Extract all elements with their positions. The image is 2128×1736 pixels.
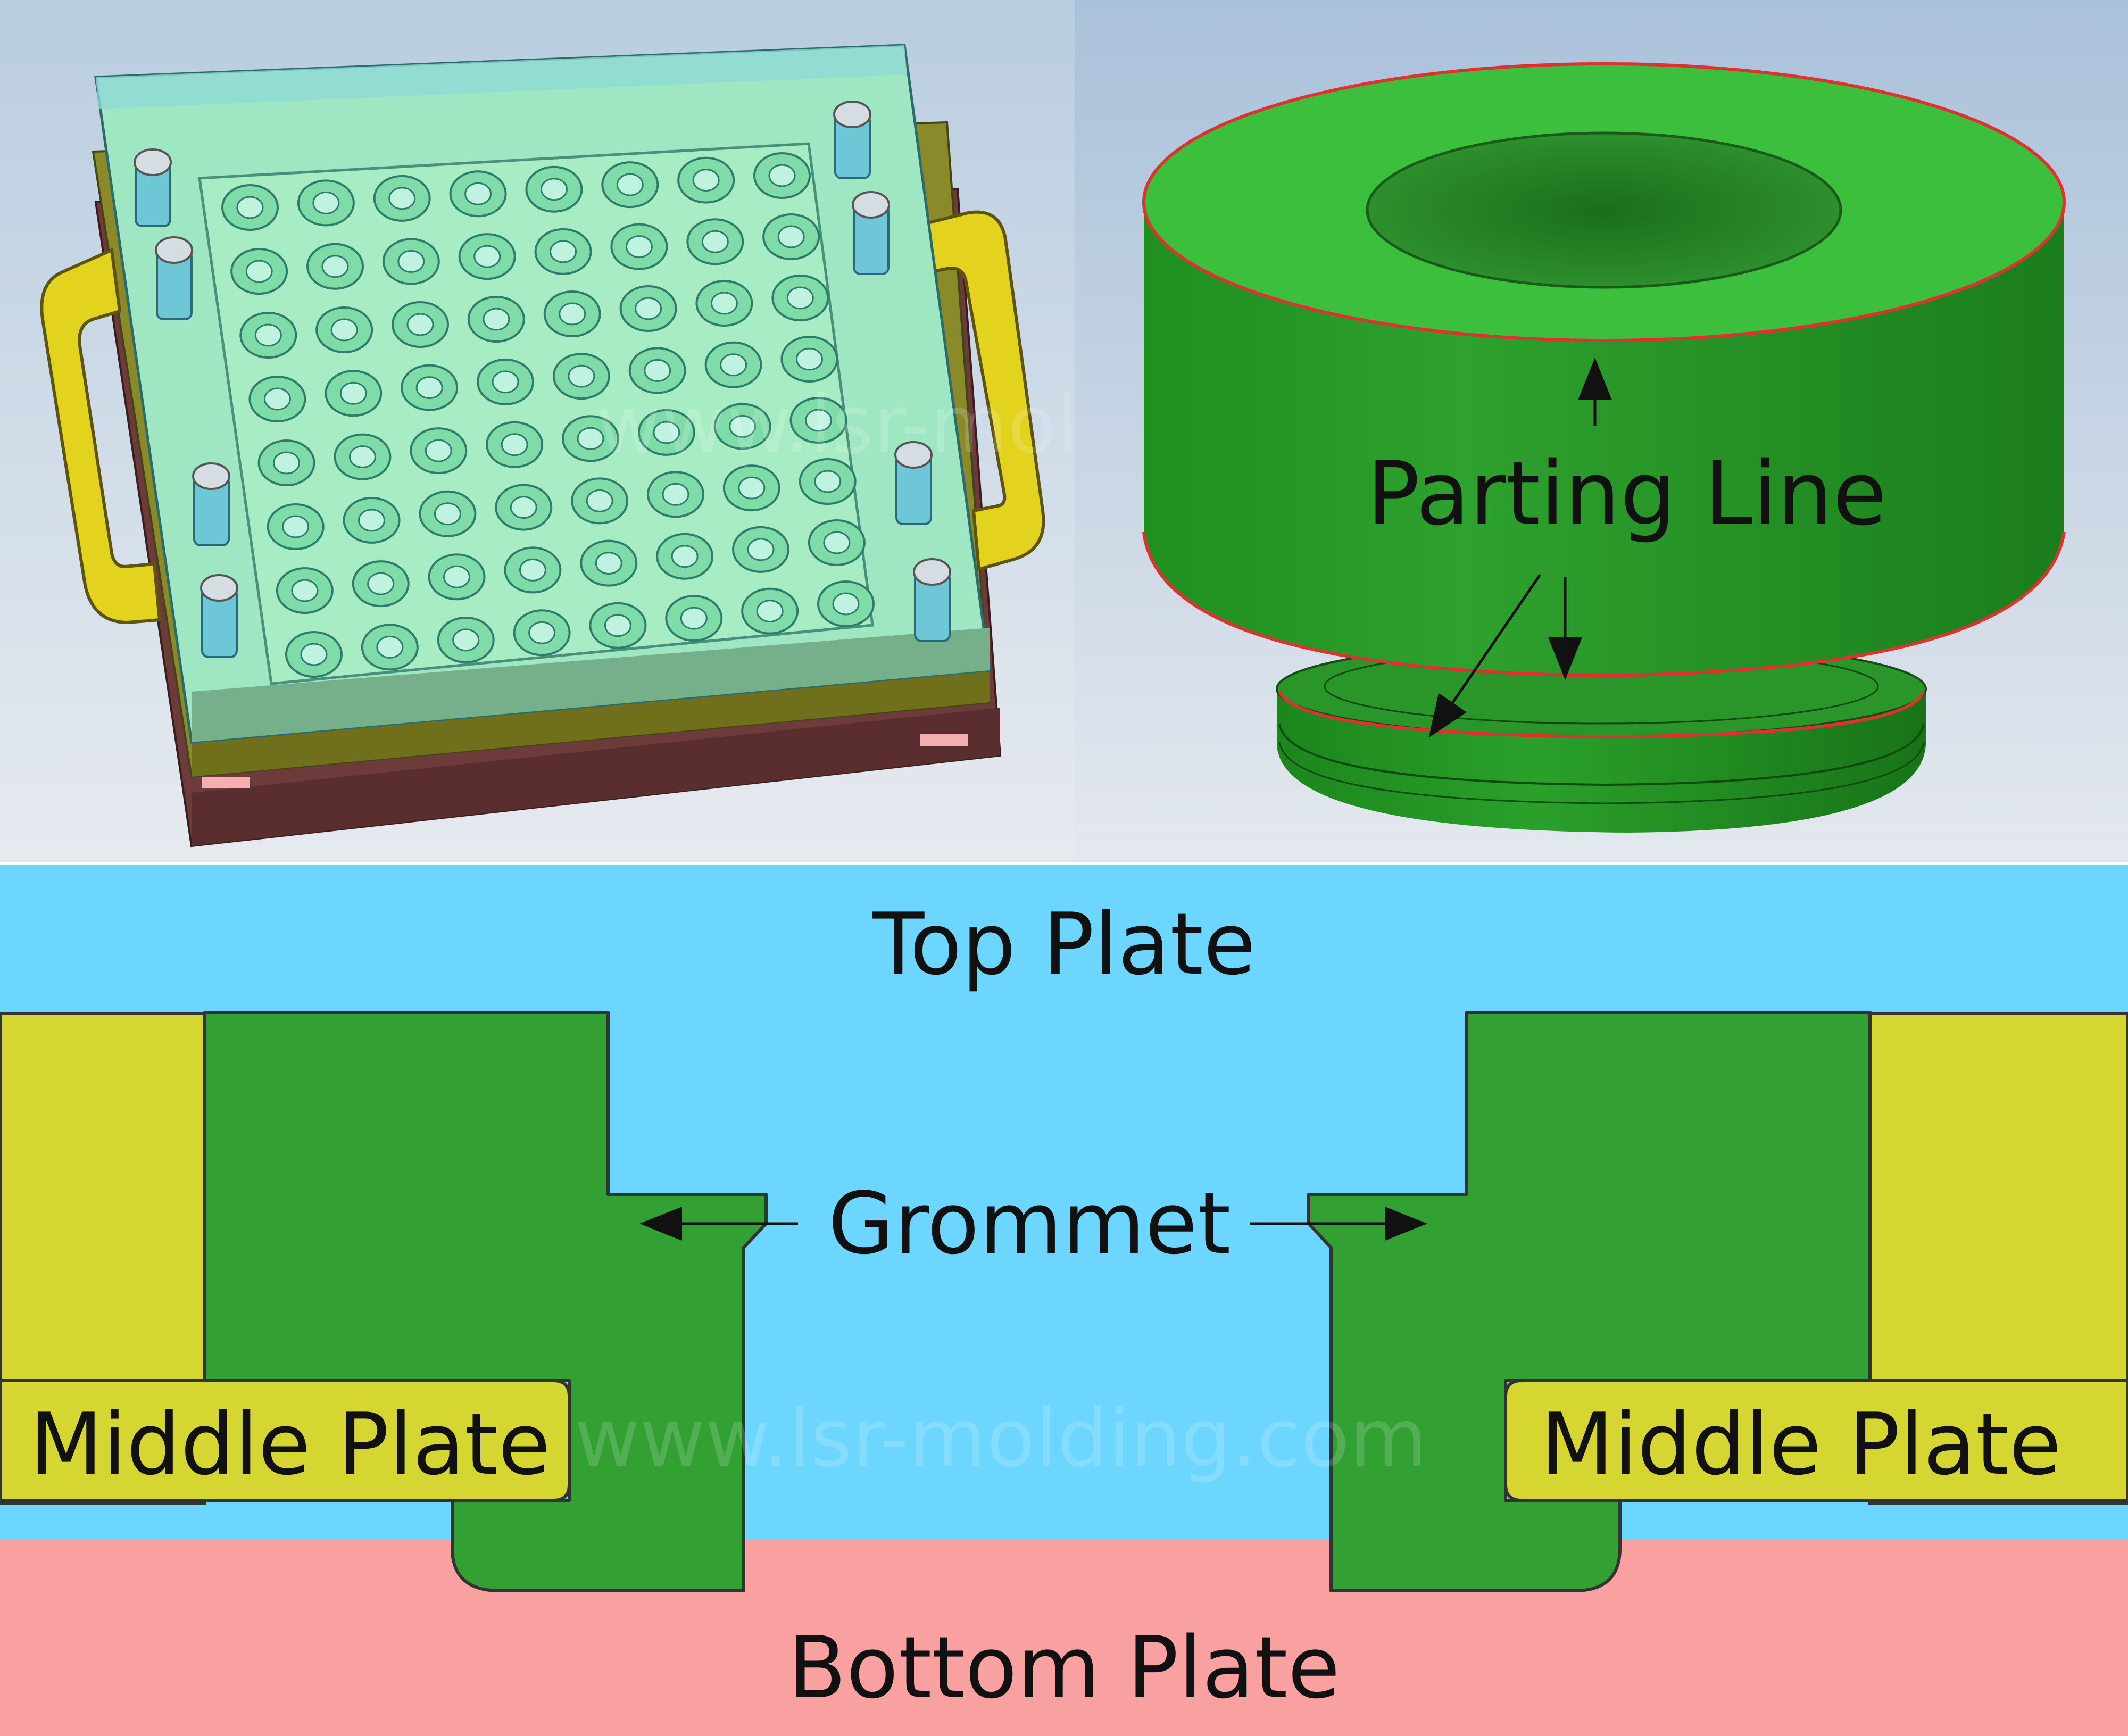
mold-cavity-core [348,445,376,469]
mold-cavity-core [625,235,653,259]
mold-cavity-core [805,409,833,432]
mold-cavity-core [367,572,395,595]
mold-cavity-core [406,313,434,336]
mold-cavity-core [832,592,860,616]
mold-cavity-core [701,230,729,253]
grommet-section-right [1307,1011,1872,1592]
mold-handle-right [924,210,1045,571]
guide-pins [135,113,951,658]
mold-cavity-core [559,302,586,326]
mold-cavity-core [300,643,328,666]
mold-cavity-core [823,531,851,554]
mold-cavity-core [339,381,367,405]
mold-cavity-core [786,286,814,310]
mold-cavity-core [616,173,644,196]
cross-section-view: Top Plate Grommet Middle Plate Middle Pl… [0,865,2128,1736]
mold-cavity-grid [221,152,875,678]
grommet-section-left [203,1011,768,1592]
mold-cavity-core [653,421,680,444]
mold-cavity-core [671,545,699,568]
mold-cavity-core [492,370,519,394]
mold-cavity-core [376,635,404,659]
mold-3d-view: www.lsr-molding.com [0,0,1449,862]
mold-cavity-core [604,614,631,637]
mold-cavity-core [483,308,510,331]
mold-cavity-core [729,414,757,438]
grommet-label: Grommet [828,1174,1231,1273]
mold-cavity-core [473,245,501,268]
mold-cavity-core [635,297,662,320]
middle-plate-right-label: Middle Plate [1540,1394,2062,1494]
mold-cavity-core [550,240,577,263]
bottom-plate-label: Bottom Plate [788,1618,1340,1717]
mold-cavity-core [321,255,349,278]
mold-cavity-core [568,364,595,388]
mold-cavity-core [434,502,461,526]
parting-line-lower-edge [1142,531,2066,678]
mold-cavity-core [710,292,738,315]
parting-line-flange [1278,691,1925,739]
middle-plate-left-label: Middle Plate [29,1394,551,1494]
mold-cavity-core [662,483,689,506]
mold-cavity-core [464,182,492,205]
mold-cavity-core [577,427,604,450]
grommet-body [1142,62,2066,678]
mold-cavity-core [501,433,528,456]
mold-cavity-core [644,359,671,382]
mold-cavity-core [814,470,842,493]
mold-cavity-core [795,347,823,371]
mold-cavity-core [330,318,358,342]
mold-cavity-core [586,489,613,512]
mold-cavity-core [528,621,556,644]
mold-cavity-core [312,191,340,214]
mold-cavity-core [756,600,784,623]
mold-cavity-core [720,353,747,377]
mold-cavity-core [358,509,386,532]
mold-cavity-core [245,260,273,283]
parting-line-arrow-diagonal [1428,574,1542,738]
watermark-lower: www.lsr-molding.com [575,1392,1427,1485]
top-plate-label: Top Plate [871,894,1256,994]
mold-cavity-core [291,579,319,602]
mold-cavity-core [282,515,310,538]
mold-cavity-core [768,164,796,187]
mold-cavity-core [692,169,720,192]
mold-cavity-core [680,607,708,630]
mold-cavity-core [254,323,282,347]
parting-line-label: Parting Line [1367,443,1886,545]
grommet-bore [1366,131,1842,289]
mold-cavity-core [519,558,546,582]
mold-cavity-core [443,565,471,588]
mold-cavity-core [273,451,301,475]
mold-cavity-core [452,628,480,652]
grommet-3d-view: Parting Line [1075,0,2128,862]
mold-cavity-core [236,196,264,219]
mold-cavity-core [425,439,452,462]
mold-cavity-core [388,187,416,210]
mold-cavity-core [510,496,537,519]
mold-cavity-core [397,250,425,273]
mold-cavity-core [747,538,775,561]
mold-cavity-core [738,476,766,500]
mold-cavity-core [777,225,805,248]
mold-cavity-core [415,376,443,400]
mold-cavity-core [595,552,622,575]
mold-cavity-core [540,178,568,201]
mold-cavity-core [263,387,291,411]
mold-handle-left [40,247,162,625]
